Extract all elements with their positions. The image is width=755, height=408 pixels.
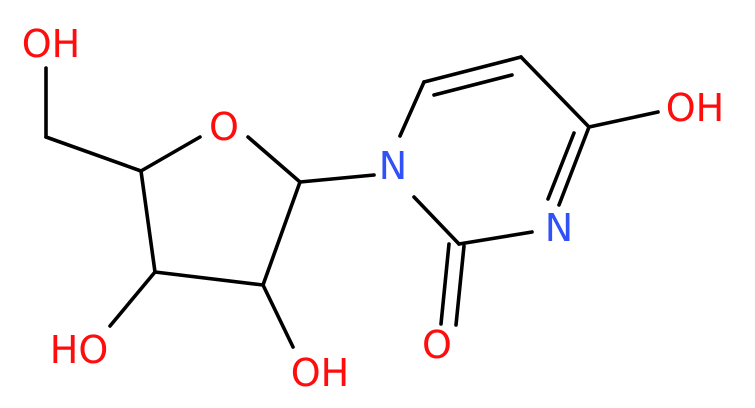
bond-c1-c2 [261, 180, 302, 287]
bond-c4-n3 [557, 125, 591, 207]
atom-labels: O OH HO OH N N OH O [22, 22, 724, 395]
atom-label-o-c2: O [422, 323, 452, 367]
bond-c5-c4 [519, 55, 591, 129]
bond-c2-o2 [261, 283, 295, 349]
atom-label-oh-c2: OH [291, 351, 349, 395]
bond-c4-o4 [139, 135, 202, 173]
bond-c6-c5 [422, 55, 523, 84]
bond-n1-c6 [398, 80, 426, 138]
bond-c2-n1 [412, 195, 461, 246]
bond-c2-o2u [439, 242, 451, 326]
atom-label-n3: N [545, 206, 573, 250]
atom-label-ho-c3: HO [50, 328, 108, 372]
bond-c3-c4 [139, 169, 157, 274]
bond-c3-o3 [108, 270, 157, 328]
bond-c2-o2u-second [454, 244, 466, 327]
bond-c6-c5-inner [432, 73, 514, 97]
bond-o4-c1 [246, 135, 302, 184]
bond-c4-c5 [44, 135, 143, 173]
atom-label-oh-c4: OH [666, 86, 724, 130]
bond-c2-c3 [153, 270, 265, 287]
bonds [44, 55, 660, 349]
bond-c4-o4u [587, 110, 660, 129]
atom-label-n1: N [379, 144, 407, 188]
bond-c4-n3-inner [546, 131, 576, 201]
bond-n3-c2 [457, 230, 534, 246]
bond-c1-n1 [298, 173, 376, 184]
atom-label-oh-ch2: OH [22, 22, 80, 66]
atom-label-o-ring: O [209, 105, 239, 149]
